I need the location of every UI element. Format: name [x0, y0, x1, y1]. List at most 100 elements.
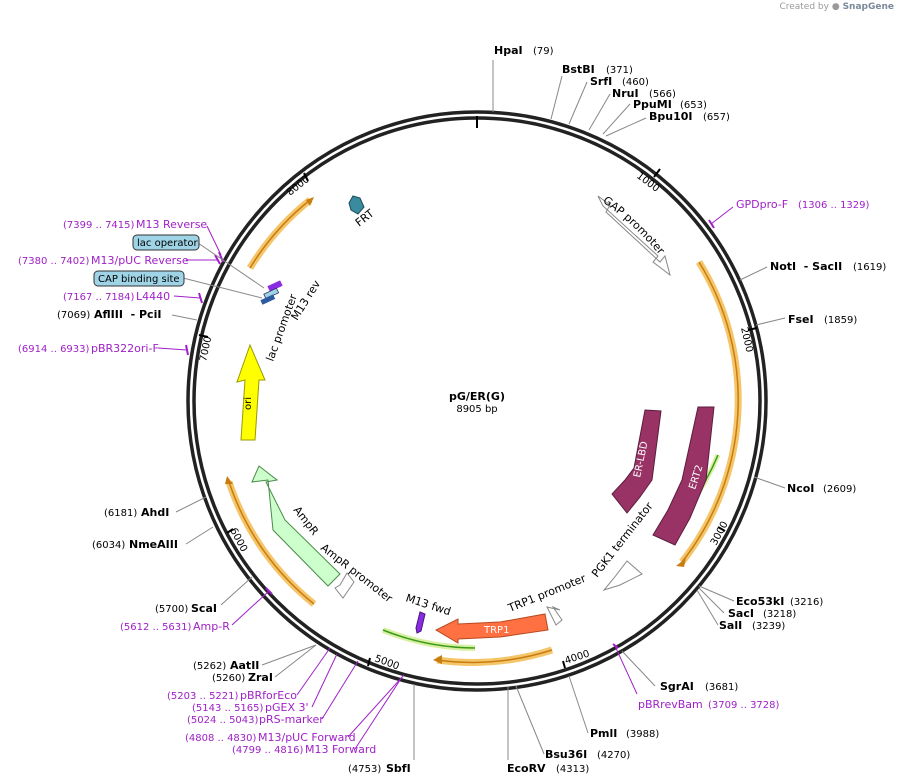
primer-m13puc-forward-name: M13/pUC Forward: [258, 731, 356, 744]
site-afliii-pos: (7069): [57, 310, 90, 321]
primer-m13puc-forward-range: (4808 .. 4830): [185, 733, 257, 744]
site-sgrai-name: SgrAI: [660, 680, 694, 693]
site-hpai-pos: (79): [533, 46, 554, 57]
site-srfi-line: [568, 81, 588, 125]
site-pmli-name: PmlI: [590, 727, 617, 740]
site-sbfi-pos: (4753): [348, 764, 381, 775]
primer-amp-r-name: Amp-R: [193, 620, 230, 633]
orf-arcs: [225, 197, 742, 666]
primer-pgex3-name: pGEX 3': [265, 701, 309, 714]
primer-m13puc-forward-line: [347, 674, 405, 738]
site-ncoi-pos: (2609): [823, 484, 856, 495]
ert2-arrow: [652, 406, 715, 546]
primer-pbrforeco-line: [296, 647, 331, 696]
site-ncoi-line: [753, 476, 786, 489]
ori-arrow: [236, 343, 266, 441]
primer-l4440-tick: [198, 292, 203, 304]
trp1-arrow: [434, 613, 549, 644]
site-aatii-name: AatII: [230, 659, 259, 672]
site-aatii-pos: (5262): [193, 661, 226, 672]
site-noti-name: NotI - SacII: [770, 260, 842, 273]
site-nmeaiii-pos: (6034): [92, 540, 125, 551]
primer-m13-forward-line: [354, 676, 403, 750]
credit-prefix: Created by: [779, 2, 829, 12]
primer-pbrforeco-name: pBRforEco: [240, 689, 297, 702]
primer-l4440-name: L4440: [136, 290, 170, 303]
primer-labels: GPDpro-F (1306 .. 1329) pBRrevBam (3709 …: [18, 198, 870, 756]
site-noti-line: [739, 266, 768, 281]
feature-er-lbd: ER-LBD: [611, 409, 662, 514]
lac-operator-label: lac operator: [137, 238, 198, 249]
primer-amp-r-range: (5612 .. 5631): [120, 622, 192, 633]
primer-amp-r-tick: [265, 587, 273, 595]
site-afliii-line: [171, 314, 198, 321]
site-nrui-name: NruI: [612, 87, 639, 100]
m13-fwd-arrow: [415, 611, 426, 634]
primer-pbrrevbam-tick: [612, 643, 619, 649]
site-ppumi-pos: (653): [680, 100, 707, 111]
orf-arc-bottom: [436, 646, 554, 666]
ruler-tick-1000: 1000: [634, 168, 661, 195]
primer-m13-reverse-range: (7399 .. 7415): [63, 220, 135, 231]
site-saci-name: SacI: [728, 607, 754, 620]
site-fsei-pos: (1859): [824, 315, 857, 326]
cap-binding-label: CAP binding site: [98, 274, 180, 285]
m13-rev-arrow: [267, 280, 283, 292]
site-ppumi-line: [602, 103, 631, 135]
site-bsu36i-name: Bsu36I: [545, 748, 587, 761]
backbone: [186, 110, 768, 692]
primer-l4440-range: (7167 .. 7184): [63, 292, 135, 303]
ampr-arrow: [251, 465, 341, 587]
primer-pbrforeco-range: (5203 .. 5221): [167, 691, 239, 702]
ruler-tick-8000: 8000: [285, 172, 312, 198]
site-sali-pos: (3239): [752, 621, 785, 632]
site-saci-pos: (3218): [763, 609, 796, 620]
site-srfi-name: SrfI: [590, 75, 612, 88]
backbone-outer-ring: [186, 110, 768, 692]
site-pmli-line: [568, 675, 589, 734]
primer-pbr322ori-f-line: [157, 347, 188, 351]
site-zrai-pos: (5260): [212, 673, 245, 684]
primer-pbrrevbam-name: pBRrevBam: [638, 698, 703, 711]
frt-arrow: [348, 195, 365, 215]
restriction-sites: [171, 60, 786, 760]
orf-arc-left-line: [228, 481, 315, 605]
primer-m13puc-reverse-tick: [214, 254, 221, 265]
primer-l4440-line: [173, 295, 201, 299]
site-nrui-pos: (566): [649, 89, 676, 100]
feature-lac-promoter: lac promoter: [264, 292, 300, 363]
site-zrai-name: ZraI: [248, 671, 273, 684]
trp1-promoter-label: TRP1 promoter: [505, 572, 588, 616]
primer-m13puc-reverse-range: (7380 .. 7402): [18, 256, 90, 267]
trp1-label: TRP1: [483, 625, 509, 636]
site-sbfi-name: SbfI: [386, 762, 411, 775]
er-lbd-arrow: [611, 409, 662, 514]
site-aatii-line: [261, 644, 317, 666]
ruler-label-7000: 7000: [198, 335, 214, 362]
site-sali-line: [696, 589, 719, 626]
site-scai-line: [220, 576, 253, 606]
site-bpu10i-name: Bpu10I: [649, 110, 693, 123]
primer-gpdpro-f-line: [710, 206, 734, 225]
pgk1-terminator-arrow: [602, 560, 643, 591]
primer-pbr322ori-f-range: (6914 .. 6933): [18, 344, 90, 355]
site-fsei-line: [755, 317, 786, 326]
credit-brand: SnapGene: [842, 2, 894, 12]
primer-gpdpro-f-tick: [708, 219, 715, 229]
orf-arc-topleft-line: [249, 199, 311, 269]
site-ecorv-pos: (4313): [556, 764, 589, 775]
green-arrow-m13-line: [382, 629, 476, 649]
orf-arc-right-line: [681, 261, 739, 563]
orf-arrowhead-bottom: [433, 655, 442, 664]
site-afliii-name: AflIII - PciI: [94, 308, 161, 321]
primer-m13-forward-name: M13 Forward: [305, 743, 376, 756]
primer-prs-marker-line: [321, 660, 359, 720]
primer-m13-forward-range: (4799 .. 4816): [232, 745, 304, 756]
site-ahdi-name: AhdI: [141, 506, 169, 519]
feature-trp1-promoter: TRP1 promoter: [505, 572, 588, 626]
site-noti-pos: (1619): [853, 262, 886, 273]
site-scai-name: ScaI: [191, 602, 217, 615]
site-scai-pos: (5700): [155, 604, 188, 615]
trp1-promoter-arrow: [546, 605, 563, 626]
